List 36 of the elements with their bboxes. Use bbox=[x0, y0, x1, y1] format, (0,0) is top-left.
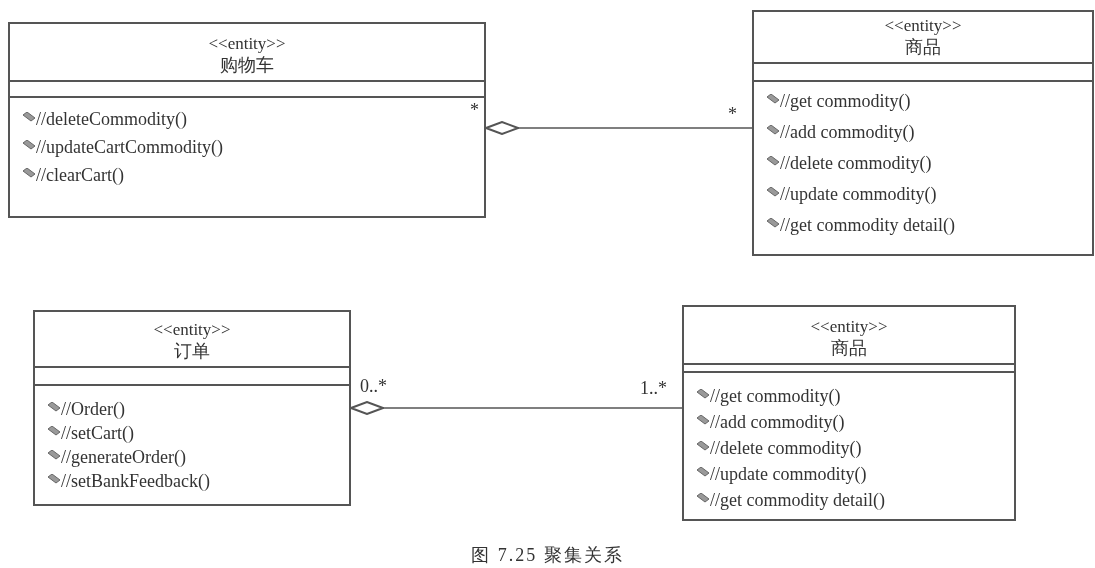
class-name: 购物车 bbox=[220, 54, 274, 76]
class-box bbox=[682, 305, 1016, 521]
class-name: 商品 bbox=[905, 36, 941, 58]
operation-text: //get commodity detail() bbox=[710, 489, 885, 511]
class-name: 订单 bbox=[174, 340, 210, 362]
operation-text: //delete commodity() bbox=[780, 152, 932, 174]
operation-text: //get commodity() bbox=[780, 90, 911, 112]
multiplicity-label: * bbox=[728, 104, 737, 124]
aggregation-line bbox=[350, 401, 683, 415]
operation-text: //add commodity() bbox=[710, 411, 845, 433]
operation-text: //get commodity detail() bbox=[780, 214, 955, 236]
operation-text: //clearCart() bbox=[36, 164, 124, 186]
operation-text: //Order() bbox=[61, 398, 125, 420]
operation-text: //add commodity() bbox=[780, 121, 915, 143]
stereotype-label: <<entity>> bbox=[810, 317, 888, 337]
operation-text: //delete commodity() bbox=[710, 437, 862, 459]
class-name: 商品 bbox=[831, 337, 867, 359]
operation-text: //generateOrder() bbox=[61, 446, 186, 468]
multiplicity-label: 1..* bbox=[640, 378, 667, 398]
class-box bbox=[33, 310, 351, 506]
operation-text: //updateCartCommodity() bbox=[36, 136, 223, 158]
multiplicity-label: 0..* bbox=[360, 376, 387, 396]
operation-text: //update commodity() bbox=[710, 463, 867, 485]
stereotype-label: <<entity>> bbox=[884, 16, 962, 36]
class-box bbox=[752, 10, 1094, 256]
stereotype-label: <<entity>> bbox=[153, 320, 231, 340]
operation-text: //deleteCommodity() bbox=[36, 108, 187, 130]
operation-text: //get commodity() bbox=[710, 385, 841, 407]
figure-caption: 图 7.25 聚集关系 bbox=[470, 544, 625, 567]
aggregation-line bbox=[485, 121, 753, 135]
multiplicity-label: * bbox=[470, 100, 479, 120]
operation-text: //update commodity() bbox=[780, 183, 937, 205]
operation-text: //setBankFeedback() bbox=[61, 470, 210, 492]
stereotype-label: <<entity>> bbox=[208, 34, 286, 54]
operation-text: //setCart() bbox=[61, 422, 134, 444]
class-box bbox=[8, 22, 486, 218]
